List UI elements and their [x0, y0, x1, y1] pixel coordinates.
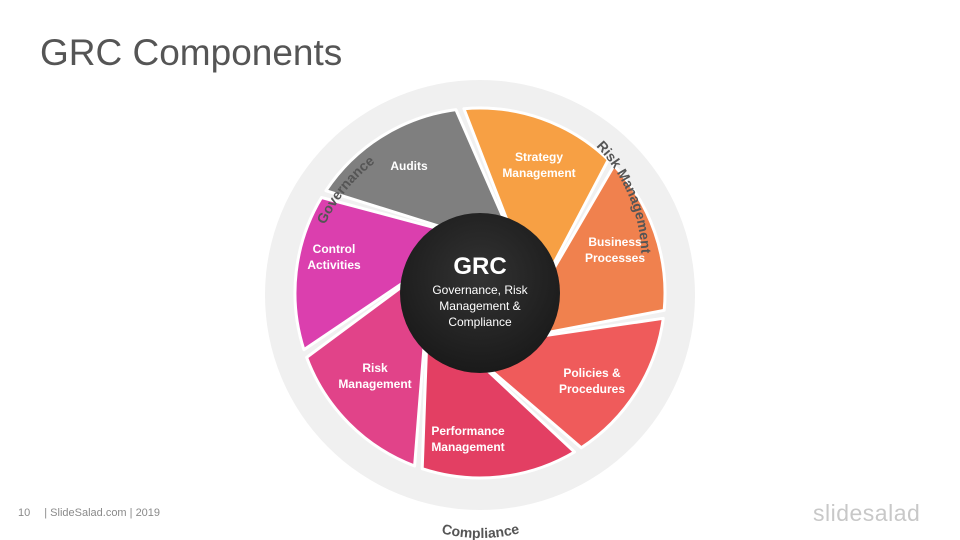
slide-title: GRC Components [40, 32, 343, 73]
segment-6-label-line-1: Control [313, 242, 356, 256]
segment-2-label-line-1: Business [588, 235, 642, 249]
center-circle [400, 213, 560, 373]
segment-2-label-line-2: Processes [585, 251, 645, 265]
ring-label-compliance: Compliance [441, 520, 521, 540]
brand-logo: slidesalad [813, 500, 921, 526]
center-subtitle-line-3: Compliance [448, 315, 512, 329]
segment-4-label-line-2: Management [431, 440, 504, 454]
footer-text: | SlideSalad.com | 2019 [44, 507, 161, 519]
segment-1-label-line-1: Strategy [515, 150, 563, 164]
segment-5 [305, 270, 428, 468]
segment-7-label-line-1: Audits [390, 159, 428, 173]
segment-4-label-line-1: Performance [431, 424, 505, 438]
segment-3-label-line-2: Procedures [559, 382, 625, 396]
segment-6-label-line-2: Activities [307, 258, 361, 272]
footer: 10 | SlideSalad.com | 2019 [18, 507, 160, 519]
segment-3-label-line-1: Policies & [563, 366, 621, 380]
center-title: GRC [453, 253, 506, 280]
segment-5-label-line-1: Risk [362, 361, 388, 375]
page-number: 10 [18, 507, 31, 519]
center-subtitle-line-1: Governance, Risk [432, 283, 528, 297]
segment-7 [324, 108, 515, 243]
segment-6 [293, 196, 462, 352]
segment-1-label-line-2: Management [502, 166, 575, 180]
center-subtitle-line-2: Management & [439, 299, 520, 313]
segment-5-label-line-2: Management [338, 377, 411, 391]
segment-1 [462, 106, 610, 288]
